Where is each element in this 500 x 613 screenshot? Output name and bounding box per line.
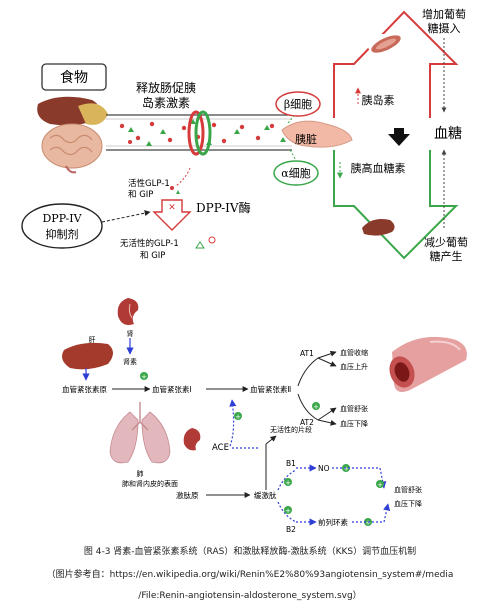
lungs-illustration [109,402,171,464]
lung-label: 肺 [137,470,144,478]
figure-caption-source-line1: （图片参考自：https://en.wikipedia.org/wiki/Ren… [46,570,454,580]
release-incretin-line2: 岛素激素 [142,95,190,110]
b1-label: B1 [286,459,296,468]
prostacyclin-label: 前列环素 [318,517,348,527]
kidney-label: 肾 [127,329,134,338]
insulin-label: 胰岛素 [362,93,395,107]
svg-text:+: + [365,519,371,527]
blood-vessel-illustration [389,336,467,392]
svg-text:+: + [285,479,291,487]
blood-glucose-label: 血糖 [434,126,462,142]
digestive-organs-illustration [37,96,108,174]
incretin-particles [119,119,286,146]
svg-text:+: + [235,413,241,421]
vasodilation-b-label: 血管舒张 [394,485,422,494]
kidney-small-icon [183,428,201,451]
dpp4-inhibitor-oval [21,203,103,249]
at2-label: AT2 [300,418,314,427]
angiotensin-1-label: 血管紧张素Ⅰ [152,384,192,394]
svg-text:+: + [343,465,349,473]
pancreas-illustration [281,120,353,148]
incretin-diagram: 食物 释放肠促胰 岛素激素 [21,7,468,263]
b2-label: B2 [286,525,296,534]
alpha-cell-label: α细胞 [281,167,310,180]
renin-label: 肾素 [123,357,137,366]
no-label: NO [318,464,330,473]
dpp4-enzyme-funnel: ✕ [152,199,192,231]
inactive-glp-line2: 和 GIP [140,251,165,261]
dpp4-inhibitor-line2: 抑制剂 [46,227,79,241]
bp-down-b-label: 血压下降 [394,499,422,508]
svg-text:+: + [285,507,291,515]
svg-text:+: + [313,403,319,411]
ras-kks-diagram: 肾 肾素 + 肝 血管紧张素原 血管紧张素Ⅰ 血管紧张素Ⅱ AT1 AT2 血管… [62,298,467,534]
bradykinin-label: 缓激肽 [254,490,277,500]
svg-text:+: + [141,373,147,381]
figure-caption-source-line2: /File:Renin-angiotensin-aldosterone_syst… [138,591,362,601]
figure-caption-title: 图 4-3 肾素-血管紧张素系统（RAS）和激肽释放酶-激肽系统（KKS）调节血… [83,547,417,557]
svg-text:+: + [377,481,383,489]
liver-icon [62,342,113,370]
kidney-icon [117,298,139,325]
inactive-fragment-label: 无活性的片段 [270,425,312,434]
tube-ring-green [194,110,212,156]
vasodilation-a-label: 血管舒张 [340,404,368,413]
glucagon-arrow-outline [333,150,459,260]
decrease-glucose-line1: 减少葡萄 [424,236,468,249]
beta-cell-oval [275,91,321,117]
glucagon-label: 胰高血糖素 [351,161,406,175]
food-label-box [41,63,107,91]
beta-cell-label: β细胞 [284,98,312,111]
intestine-tube [106,110,292,156]
decrease-glucose-line2: 糖产生 [430,249,463,263]
ace-label: ACE [212,443,229,453]
dpp4-enzyme-label: DPP-IV酶 [196,200,251,215]
svg-text:✕: ✕ [168,203,176,213]
vasoconstriction-label: 血管收缩 [340,348,368,357]
angiotensin-2-label: 血管紧张素Ⅱ [250,384,291,394]
active-glp-line1: 活性GLP-1 [128,178,170,189]
liver-label: 肝 [89,336,96,344]
release-incretin-line1: 释放肠促胰 [136,80,196,95]
tube-ring-red [187,110,205,156]
food-label: 食物 [60,69,88,86]
kininogen-label: 激肽原 [176,490,199,500]
active-glp-line2: 和 GIP [128,190,153,200]
bp-up-label: 血压上升 [340,362,368,371]
black-down-arrow [388,128,410,146]
angiotensinogen-label: 血管紧张素原 [62,384,107,394]
dpp4-inhibitor-line1: DPP-IV [42,212,82,225]
increase-glucose-line1: 增加葡萄 [422,7,466,21]
inactive-glp-line1: 无活性的GLP-1 [120,238,179,249]
at1-label: AT1 [300,349,314,358]
lung-kidney-surface-label: 肺和肾内皮的表面 [122,479,178,488]
increase-glucose-line2: 糖摄入 [428,21,461,35]
insulin-arrow-outline [333,10,459,118]
bp-down-a-label: 血压下降 [340,419,368,428]
pancreas-label: 胰脏 [295,132,317,146]
